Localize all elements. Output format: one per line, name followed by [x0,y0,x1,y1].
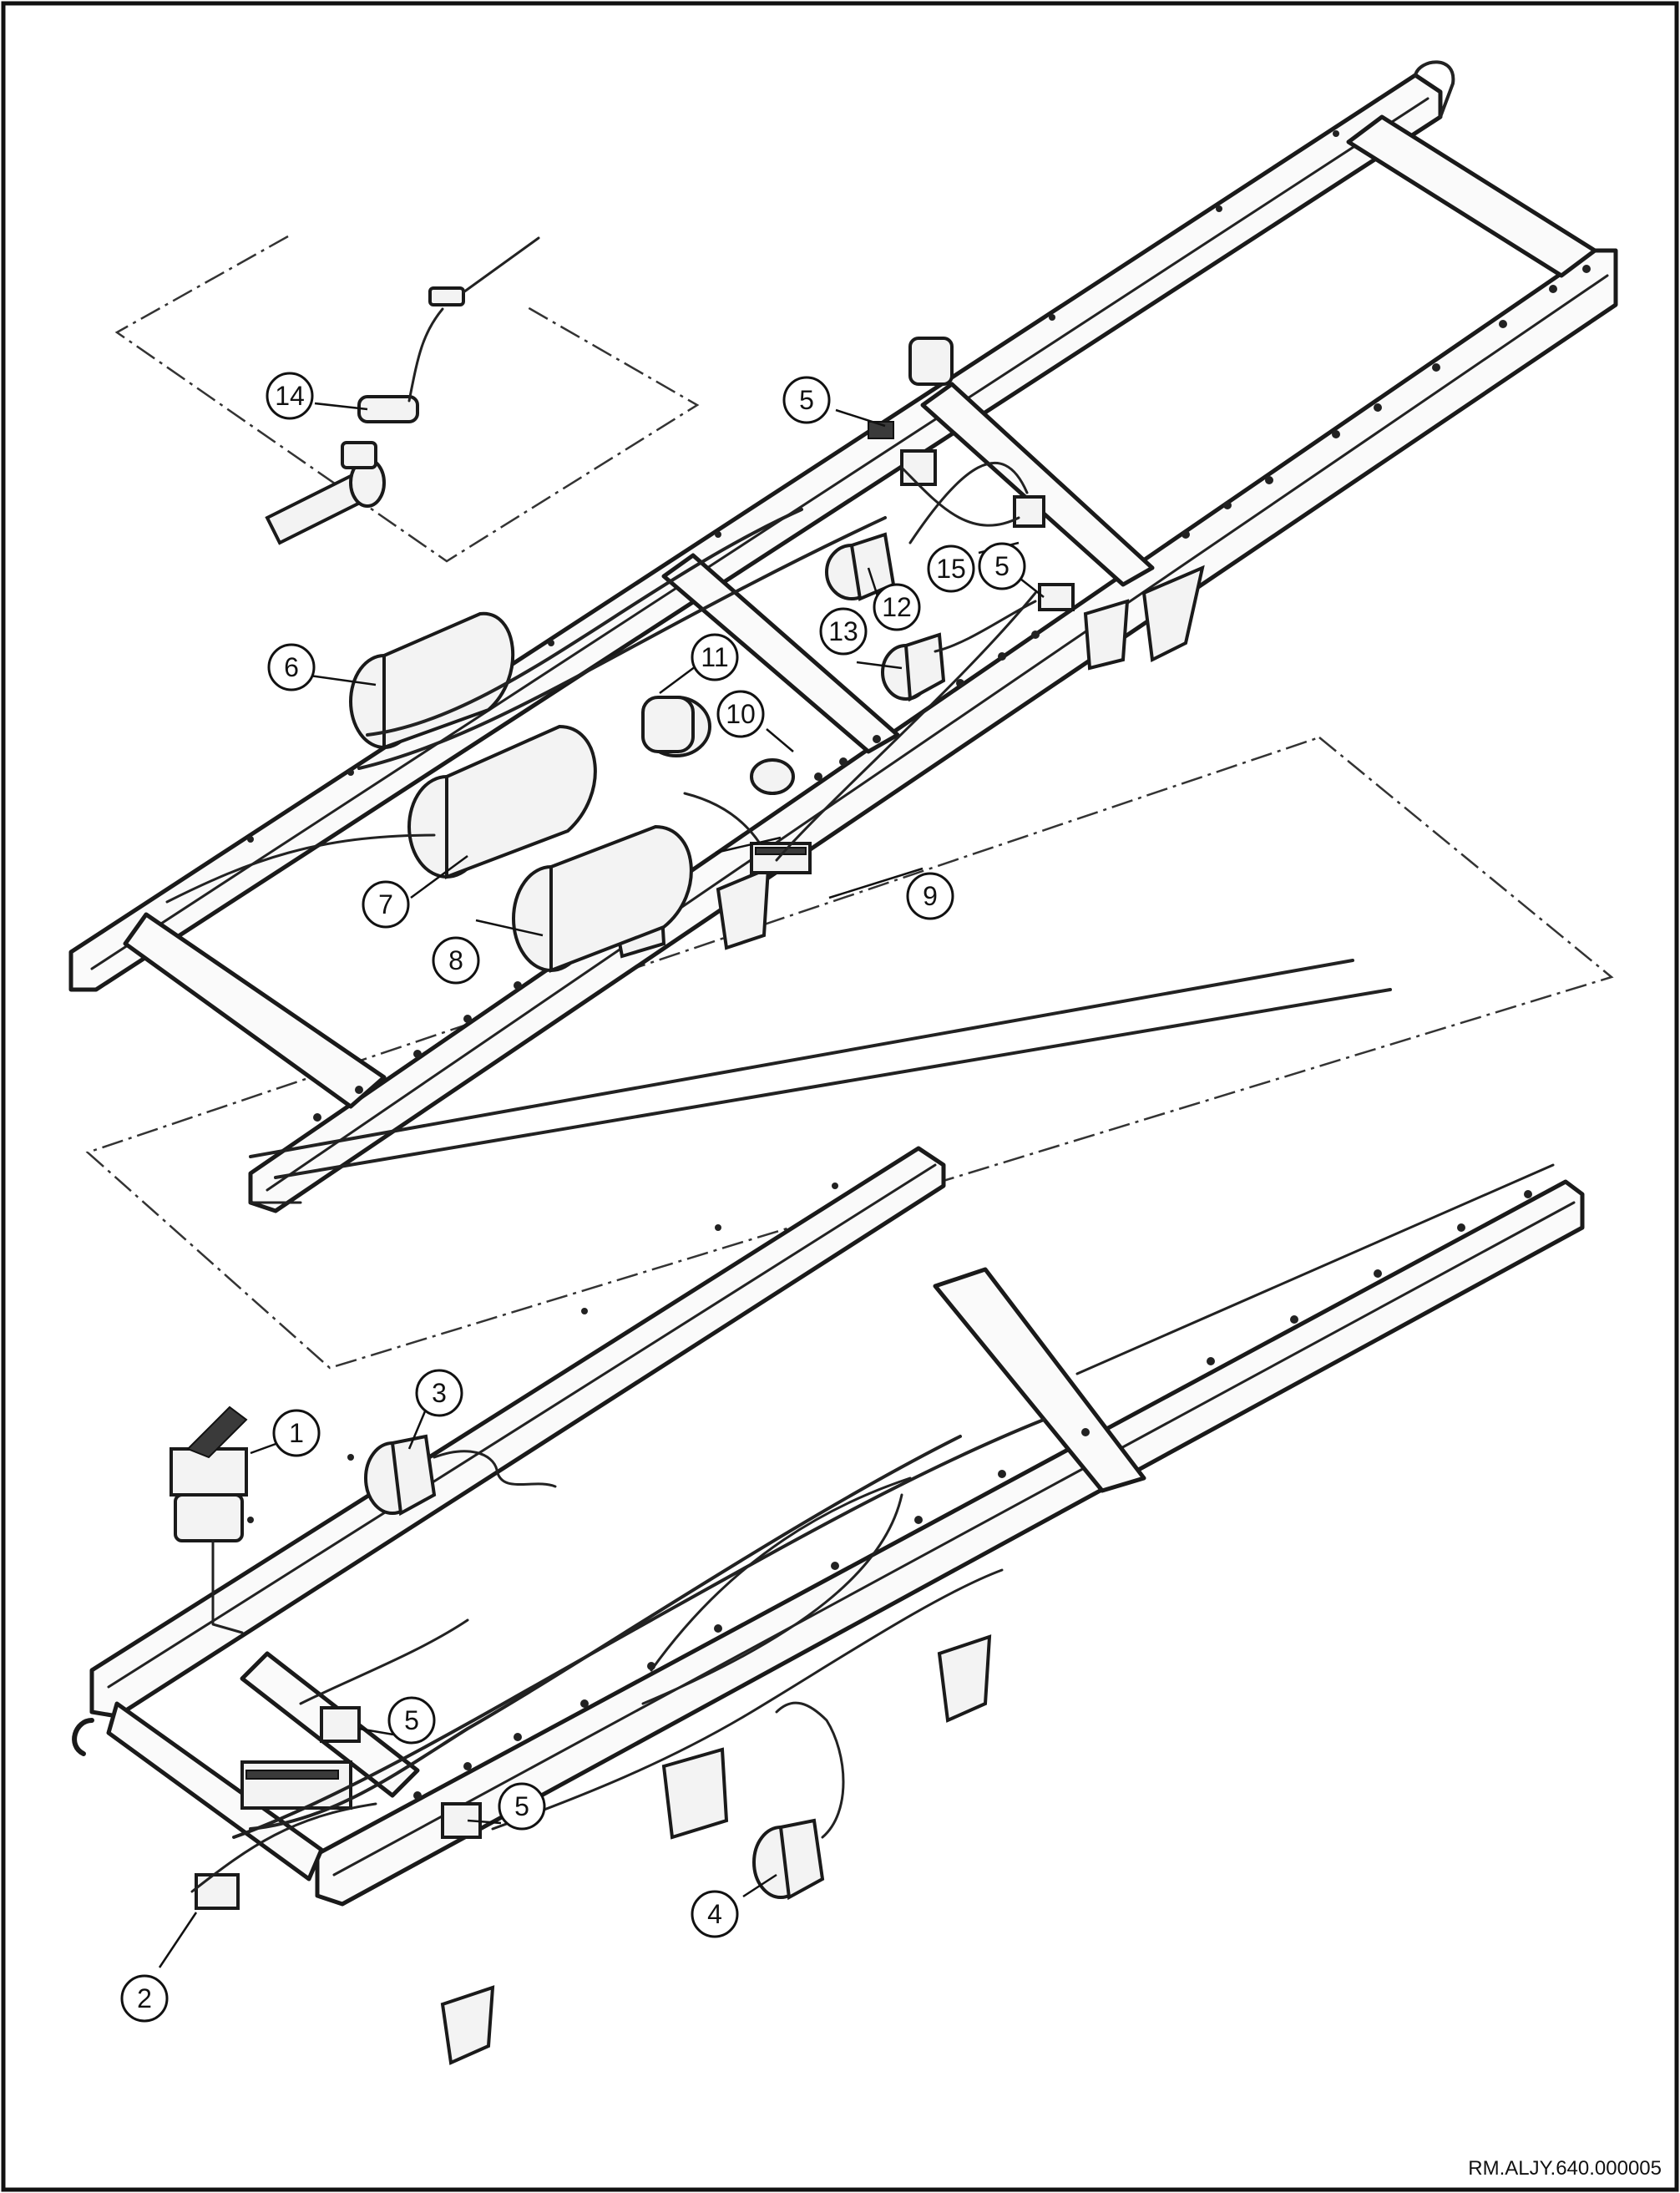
callout-8: 8 [432,936,480,985]
air-tank-8 [512,824,693,973]
callout-2: 2 [120,1974,169,2023]
callout-5-upper-left: 5 [782,376,831,424]
callout-1: 1 [272,1409,321,1457]
svg-text:7: 7 [378,889,393,919]
callout-5-lower-left: 5 [387,1696,436,1745]
lower-frame-components [170,1405,1045,2065]
svg-text:6: 6 [284,652,299,682]
svg-text:12: 12 [882,592,912,622]
detail-boundary-upper [114,235,700,563]
callout-4: 4 [691,1890,739,1938]
callout-3: 3 [415,1369,463,1417]
document-code: RM.ALJY.640.000005 [1468,2157,1662,2180]
callout-10: 10 [716,690,765,738]
callout-leaders [158,402,1045,1968]
callout-5-lower-right: 5 [498,1782,546,1831]
upper-frame-components [165,337,1205,973]
air-tank-7 [407,724,597,879]
callout-13: 13 [819,607,868,656]
callout-12: 12 [873,583,921,631]
svg-text:10: 10 [726,699,756,729]
svg-text:15: 15 [936,554,966,584]
air-tank-6 [349,611,515,750]
svg-text:4: 4 [707,1899,722,1929]
callout-14: 14 [266,372,314,420]
callout-5-upper-right: 5 [978,542,1026,590]
svg-text:5: 5 [404,1705,419,1735]
svg-text:11: 11 [701,642,728,672]
svg-text:1: 1 [289,1418,304,1448]
callout-9: 9 [906,872,954,920]
exhaust-sensor-detail [265,236,540,545]
callout-11: 11 [691,633,739,681]
svg-text:3: 3 [432,1378,447,1408]
callout-6: 6 [267,643,316,691]
callout-15: 15 [927,544,975,593]
svg-text:8: 8 [448,945,463,975]
svg-text:9: 9 [923,881,938,911]
svg-text:13: 13 [828,616,858,646]
svg-text:5: 5 [994,551,1010,581]
svg-text:5: 5 [514,1791,529,1821]
callout-7: 7 [362,880,410,929]
svg-text:2: 2 [137,1983,152,2013]
svg-text:14: 14 [275,381,305,411]
lower-chassis-frame [72,959,1585,1907]
svg-text:5: 5 [799,385,814,415]
